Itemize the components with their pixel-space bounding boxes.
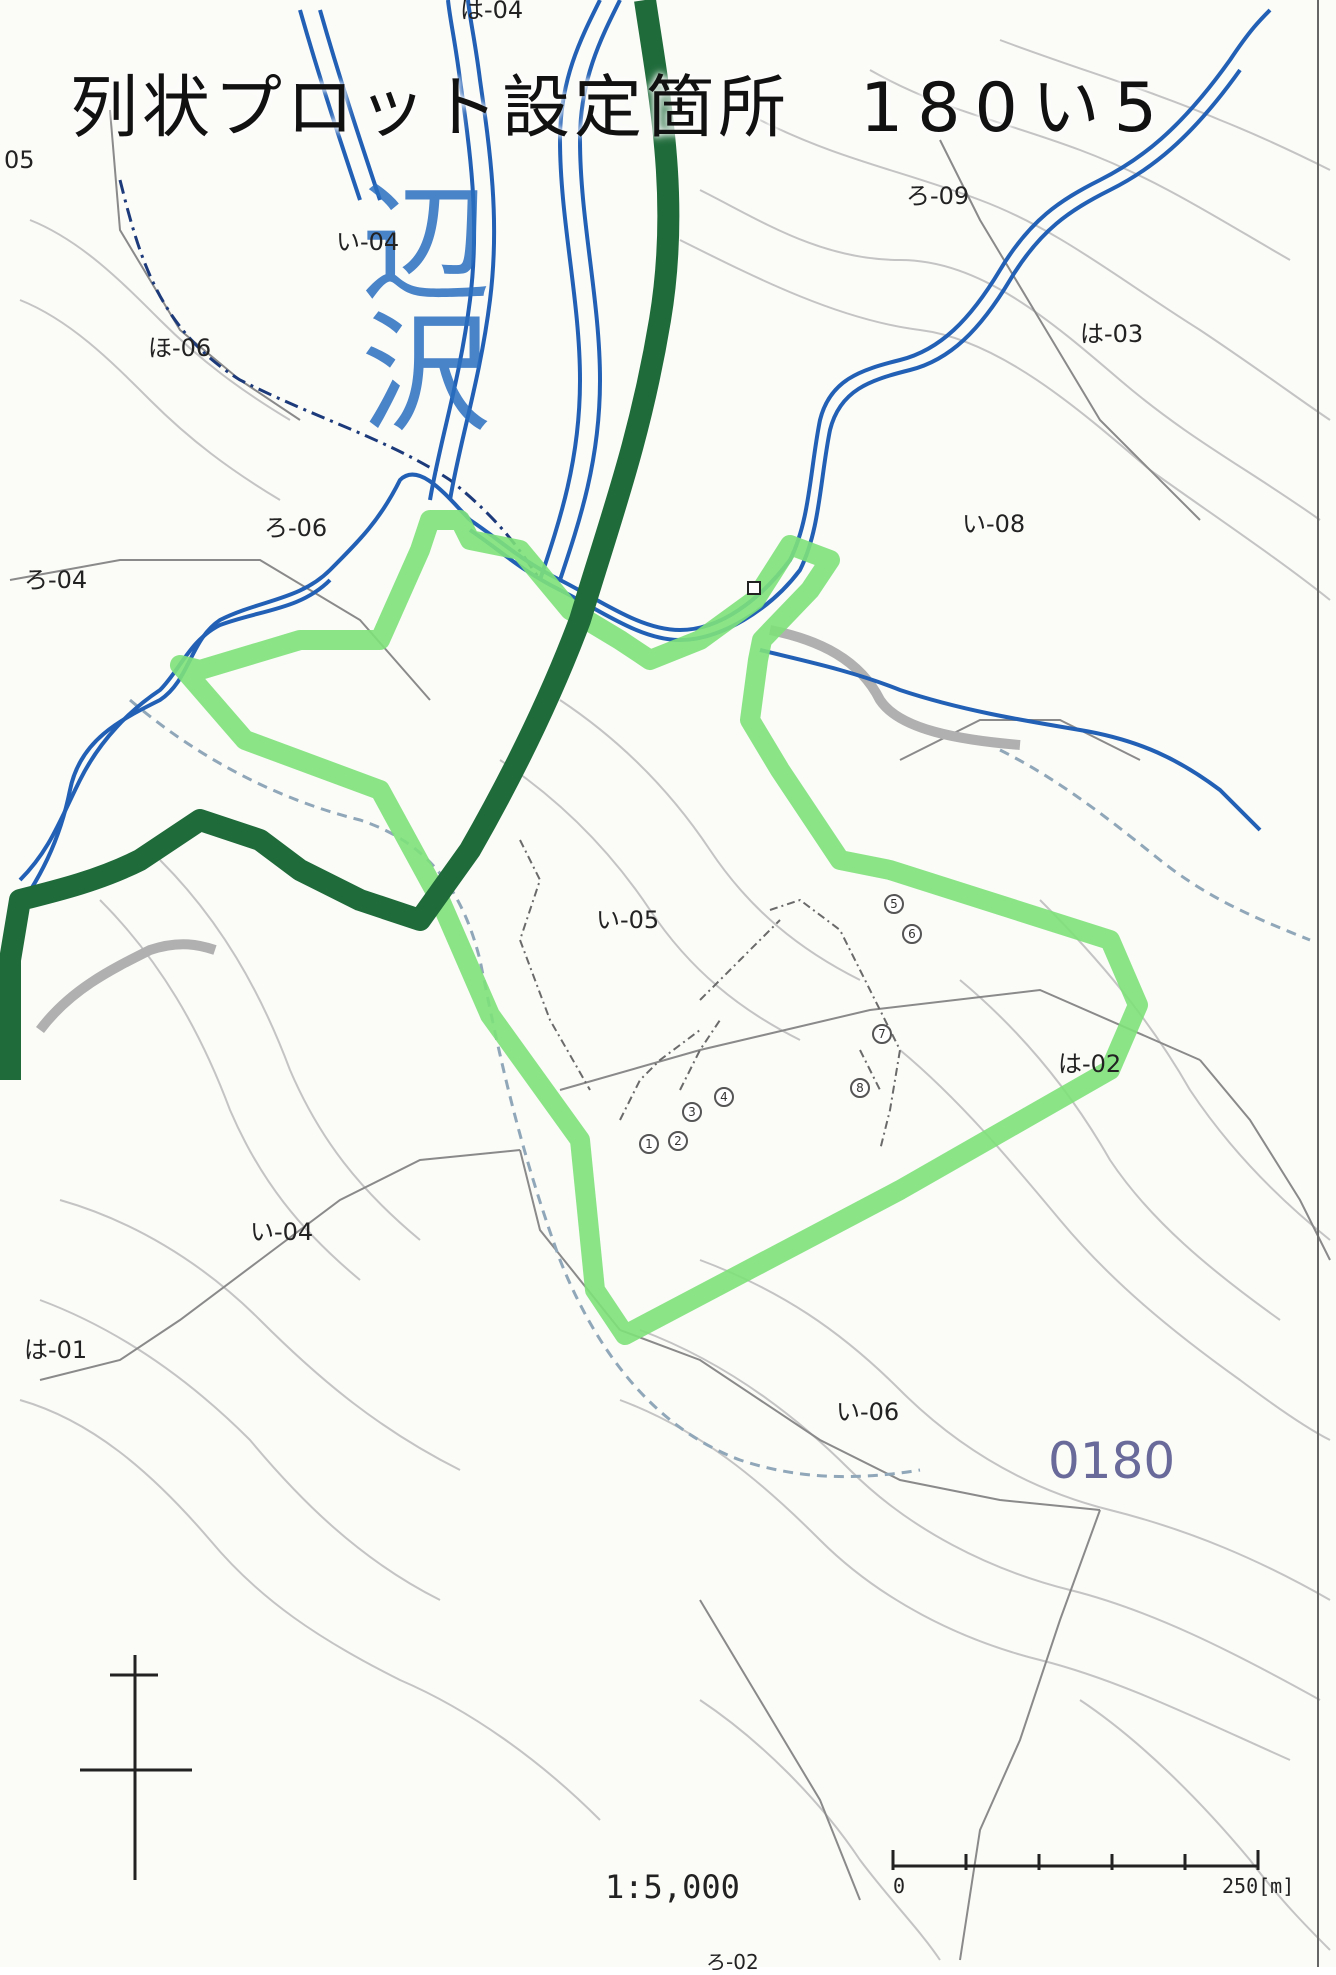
parcel-label-i-04-top: い-04 — [336, 228, 400, 256]
plot-marker-label-7: 7 — [878, 1027, 886, 1041]
ridge-line — [0, 0, 680, 1080]
plot-marker-label-8: 8 — [856, 1081, 864, 1095]
plot-marker-label-6: 6 — [908, 927, 916, 941]
plot-marker-4 — [714, 1087, 734, 1107]
parcel-label-ho-06: ほ-06 — [148, 334, 212, 362]
plot-markers — [639, 894, 922, 1154]
map-title: 列状プロット設定箇所 180い5 — [70, 52, 1171, 151]
parcel-label-i-05: い-05 — [596, 906, 660, 934]
river-lines — [8, 0, 1272, 922]
forest-road-dashed-east — [999, 748, 1311, 942]
river-name-label: 辺沢 — [339, 175, 491, 435]
north-arrow — [80, 1655, 192, 1880]
plot-marker-label-4: 4 — [720, 1090, 728, 1104]
parcel-label-edge-ha-04: は-04 — [460, 0, 524, 24]
parcel-label-i-06: い-06 — [836, 1398, 900, 1426]
plot-marker-label-5: 5 — [890, 897, 898, 911]
parcel-label-edge-05: 05 — [4, 146, 35, 174]
parcel-label-ro-09: ろ-09 — [906, 182, 970, 210]
scale-bar — [891, 1850, 1260, 1870]
parcel-label-ha-02: は-02 — [1058, 1050, 1122, 1078]
contour-lines — [19, 39, 1331, 1961]
parcel-label-ro-04: ろ-04 — [24, 566, 88, 594]
scale-end-label: 250[m] — [1222, 1874, 1295, 1898]
map-title-text: 列状プロット設定箇所 — [70, 69, 791, 148]
parcel-label-i-08: い-08 — [962, 510, 1026, 538]
plot-marker-label-1: 1 — [645, 1137, 653, 1151]
point-marker — [747, 581, 761, 595]
plot-transects — [518, 839, 902, 1151]
parcel-label-ro-06: ろ-06 — [264, 514, 328, 542]
plot-marker-6 — [902, 924, 922, 944]
plot-marker-7 — [872, 1024, 892, 1044]
plot-marker-8 — [850, 1078, 870, 1098]
plot-marker-2 — [668, 1131, 688, 1151]
slope-hatch-marks — [36, 625, 1021, 1034]
plot-marker-3 — [682, 1102, 702, 1122]
plot-marker-label-2: 2 — [674, 1134, 682, 1148]
parcel-label-ha-01: は-01 — [24, 1336, 88, 1364]
compartment-number: 0180 — [1048, 1432, 1176, 1490]
scale-start-label: 0 — [893, 1874, 906, 1898]
admin-boundary — [118, 179, 542, 581]
parcel-label-ha-03: は-03 — [1080, 320, 1144, 348]
survey-area-boundary — [170, 510, 1148, 1345]
plot-marker-label-3: 3 — [688, 1105, 696, 1119]
plot-marker-1 — [639, 1134, 659, 1154]
plot-marker-labels: 1 2 3 4 5 6 7 8 — [645, 897, 916, 1151]
parcel-label-i-04-bottom: い-04 — [250, 1218, 314, 1246]
parcel-label-edge-ro-02: ろ-02 — [706, 1950, 759, 1974]
compartment-code: 180い5 — [860, 69, 1172, 148]
plot-marker-5 — [884, 894, 904, 914]
forest-road-dashed — [129, 698, 921, 1479]
scale-ratio: 1:5,000 — [605, 1868, 740, 1906]
